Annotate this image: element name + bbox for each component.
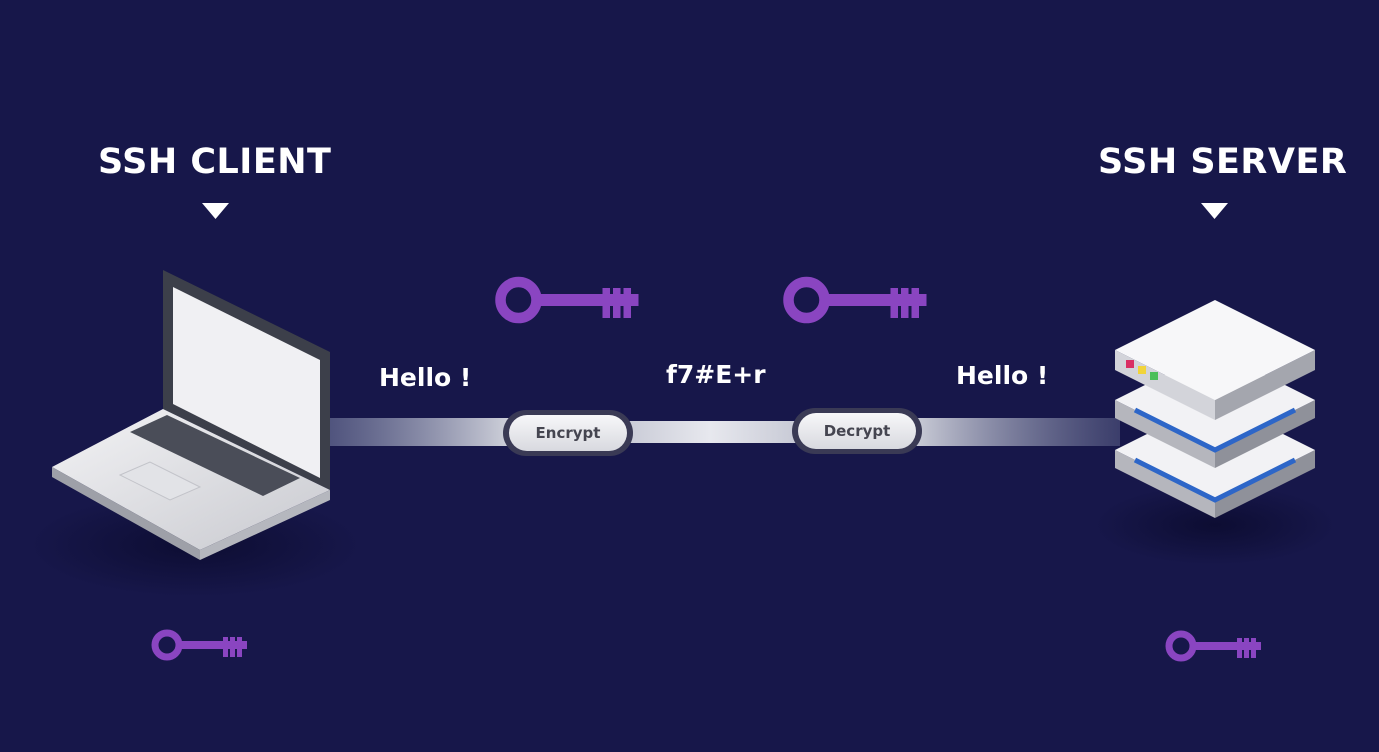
beam-segment-middle [620, 421, 800, 443]
ciphertext-message: f7#E+r [666, 360, 766, 389]
server-stripe-bottom [1133, 457, 1297, 503]
server-title: SSH SERVER [1098, 142, 1348, 182]
transmission-line [330, 418, 1120, 446]
encrypt-pill-inner [509, 415, 627, 451]
server-light-yellow [1138, 366, 1146, 374]
server-icon [1095, 300, 1335, 565]
beam-segment-right [910, 418, 1120, 446]
key-icon [495, 276, 639, 324]
client-title: SSH CLIENT [98, 142, 332, 182]
plaintext-message-right: Hello ! [956, 361, 1049, 390]
key-icon [1165, 630, 1261, 662]
decrypt-label: Decrypt [823, 422, 891, 440]
laptop-icon [30, 270, 360, 597]
laptop-base-edge-left [52, 467, 200, 560]
server-shadow [1095, 485, 1335, 565]
plaintext-message-left: Hello ! [379, 363, 472, 392]
server-light-green [1150, 372, 1158, 380]
encrypt-pill [503, 410, 633, 456]
laptop-keyboard [130, 415, 300, 496]
decrypt-pill-inner [798, 413, 916, 449]
beam-segment-left [330, 418, 510, 446]
laptop-base [52, 409, 330, 550]
key-icon [783, 276, 927, 324]
laptop-screen [173, 287, 320, 478]
decrypt-pill [792, 408, 922, 454]
laptop-base-edge-right [200, 490, 330, 560]
key-icon [151, 629, 247, 661]
laptop-touchpad [118, 461, 202, 501]
encrypt-label: Encrypt [535, 424, 601, 442]
client-pointer-icon [202, 203, 229, 219]
server-light-red [1126, 360, 1134, 368]
server-stripe-middle [1133, 407, 1297, 453]
server-pointer-icon [1201, 203, 1228, 219]
